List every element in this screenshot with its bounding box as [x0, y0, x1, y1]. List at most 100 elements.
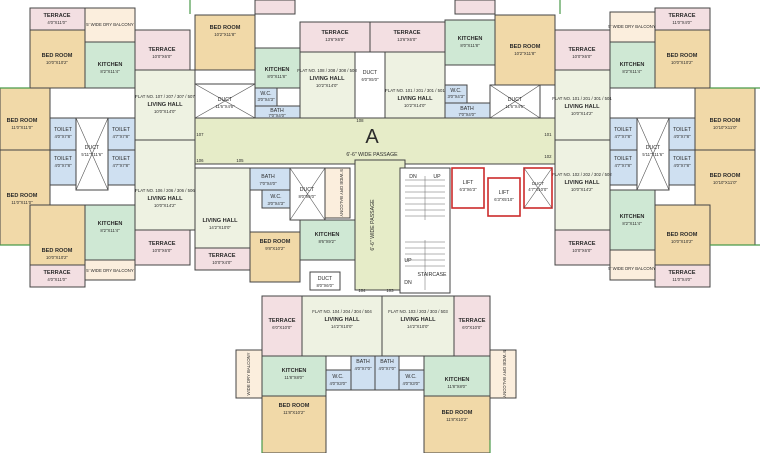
bedroom-1-label: BED ROOM: [279, 403, 310, 409]
terrace-right-size: 10'0"X6'0": [152, 54, 172, 59]
wc-1: [325, 369, 352, 391]
toilet-2-label: TOILET: [673, 127, 692, 133]
living-1-label: LIVING HALL: [309, 76, 345, 82]
bedroom-left-size: 11'0"X11'0": [11, 200, 33, 205]
wc-1-size: 4'0"X3'0": [329, 381, 347, 386]
toilet-2-size: 4'0"X7'8": [673, 134, 691, 139]
flat-number: FLAT NO. 106 / 206 / 306 / 506: [135, 188, 195, 193]
living-size: 10'0"X14'2": [571, 111, 593, 116]
duct-2-label: DUCT: [318, 276, 333, 282]
duct-label: DUCT: [646, 145, 661, 151]
toilet-2: [107, 117, 136, 151]
terrace-2: [369, 21, 446, 53]
terrace-right-label: TERRACE: [148, 47, 175, 53]
wc-1-size: 3'0"X4'3": [257, 97, 275, 102]
kitchen-label: KITCHEN: [98, 221, 123, 227]
duct-mid-size: 6'0"X5'0": [361, 77, 379, 82]
kitchen: [609, 41, 656, 89]
terrace-bottom: [654, 264, 711, 288]
terrace-1-label: TERRACE: [321, 30, 348, 36]
bedroom: [654, 204, 711, 266]
kitchen: [299, 219, 356, 261]
duct-mid: [354, 51, 386, 119]
toilet-2: [668, 149, 696, 186]
bath-1-label: BATH: [270, 108, 284, 114]
dry-balcony: [324, 167, 351, 219]
terrace-bottom-label: TERRACE: [43, 270, 70, 276]
terrace-label: TERRACE: [43, 13, 70, 19]
wc-2: [398, 369, 425, 391]
toilet-1-label: TOILET: [614, 156, 633, 162]
wc-2-label: W.C.: [405, 374, 416, 380]
bedroom-1-label: BED ROOM: [210, 25, 241, 31]
kitchen-size: 8'2"X11'4": [622, 221, 642, 226]
living-2: [384, 51, 446, 119]
kitchen-2-label: KITCHEN: [458, 36, 483, 42]
wc-2-size: 4'0"X3'0": [402, 381, 420, 386]
duct-2: [309, 271, 341, 291]
duct-2-label: DUCT: [508, 97, 523, 103]
kitchen-1-size: 11'8"X8'0": [284, 375, 304, 380]
balcony-label: 5' WIDE DRY BALCONY: [608, 24, 656, 29]
bath-label: BATH: [261, 174, 275, 180]
terrace-2-size: 6'0"X10'0": [462, 325, 482, 330]
kitchen-2-label: KITCHEN: [445, 377, 470, 383]
terrace-right-size: 10'0"X6'0": [152, 248, 172, 253]
passage-label: 6'-6" WIDE PASSAGE: [346, 152, 398, 158]
flat-1-number: FLAT NO. 108 / 208 / 308 / 508: [297, 68, 357, 73]
bedroom-label: BED ROOM: [260, 239, 291, 245]
central-core: [194, 117, 556, 294]
bedroom-2-label: BED ROOM: [510, 44, 541, 50]
toilet-1-size: 4'7"X7'8": [614, 163, 632, 168]
kitchen-size: 8'2"X11'4": [100, 228, 120, 233]
wc-2-size: 3'0"X4'3": [447, 94, 465, 99]
lift-duct-size: 4'7"X10'0": [528, 187, 548, 192]
room-no-104: 104: [358, 288, 366, 293]
top-terrace-right: [454, 0, 496, 15]
flat-number: FLAT NO. 107 / 207 / 307 / 507: [135, 94, 195, 99]
terrace-top-label: TERRACE: [668, 13, 695, 19]
toilet-2-size: 4'7"X7'8": [112, 134, 130, 139]
bath-1-size: 4'0"X7'0": [354, 366, 372, 371]
unit-top-left: TERRACE 4'0"X11'0" 5' WIDE DRY BALCONY B…: [0, 7, 196, 191]
terrace-2-size: 13'6"X6'0": [397, 37, 417, 42]
bath-size: 7'0"X4'0": [259, 181, 277, 186]
bedroom-1: [194, 14, 256, 71]
bedroom-size: 10'0"X10'2": [671, 239, 693, 244]
wc-2-label: W.C.: [450, 88, 461, 94]
bedroom-1-size: 10'2"X11'8": [214, 32, 236, 37]
bedroom-1: [261, 395, 327, 453]
balcony-2: [489, 349, 517, 399]
staircase-label: STAIRCASE: [417, 272, 447, 278]
bedroom-label: BED ROOM: [667, 53, 698, 59]
living-2-label: LIVING HALL: [400, 317, 436, 323]
bedroom-2: [423, 395, 491, 453]
terrace: [194, 247, 251, 271]
bath-1-size: 7'0"X4'0": [268, 113, 286, 118]
room-no-101: 101: [544, 132, 552, 137]
toilet-2-label: TOILET: [112, 156, 131, 162]
bath-1-label: BATH: [356, 359, 370, 365]
terrace-size: 10'0"X4'0": [212, 260, 232, 265]
living-label: LIVING HALL: [147, 196, 183, 202]
bedroom-left-label: BED ROOM: [7, 193, 38, 199]
terrace-left-label: TERRACE: [568, 241, 595, 247]
terrace-bottom-size: 11'0"X4'0": [672, 277, 692, 282]
bath-2-label: BATH: [460, 106, 474, 112]
terrace-1-label: TERRACE: [268, 318, 295, 324]
kitchen-label: KITCHEN: [98, 62, 123, 68]
balcony-2-label: 5' WIDE DRY BALCONY: [502, 350, 507, 398]
bedroom-size: 9'8"X10'2": [265, 246, 285, 251]
lift-2-label: LIFT: [499, 190, 510, 196]
stair-dn: DN: [409, 174, 417, 180]
duct-size: 5'11"X11'6": [81, 152, 103, 157]
duct-1-label: DUCT: [218, 97, 233, 103]
room-no-102: 102: [544, 154, 552, 159]
terrace-top-size: 11'0"X4'0": [672, 20, 692, 25]
room-no-105: 105: [236, 158, 244, 163]
terrace-2-label: TERRACE: [458, 318, 485, 324]
unit-bottom-center: TERRACE 6'0"X10'0" FLAT NO. 104 / 204 / …: [235, 295, 517, 453]
living-1: [301, 295, 383, 357]
bath-2: [374, 355, 400, 391]
